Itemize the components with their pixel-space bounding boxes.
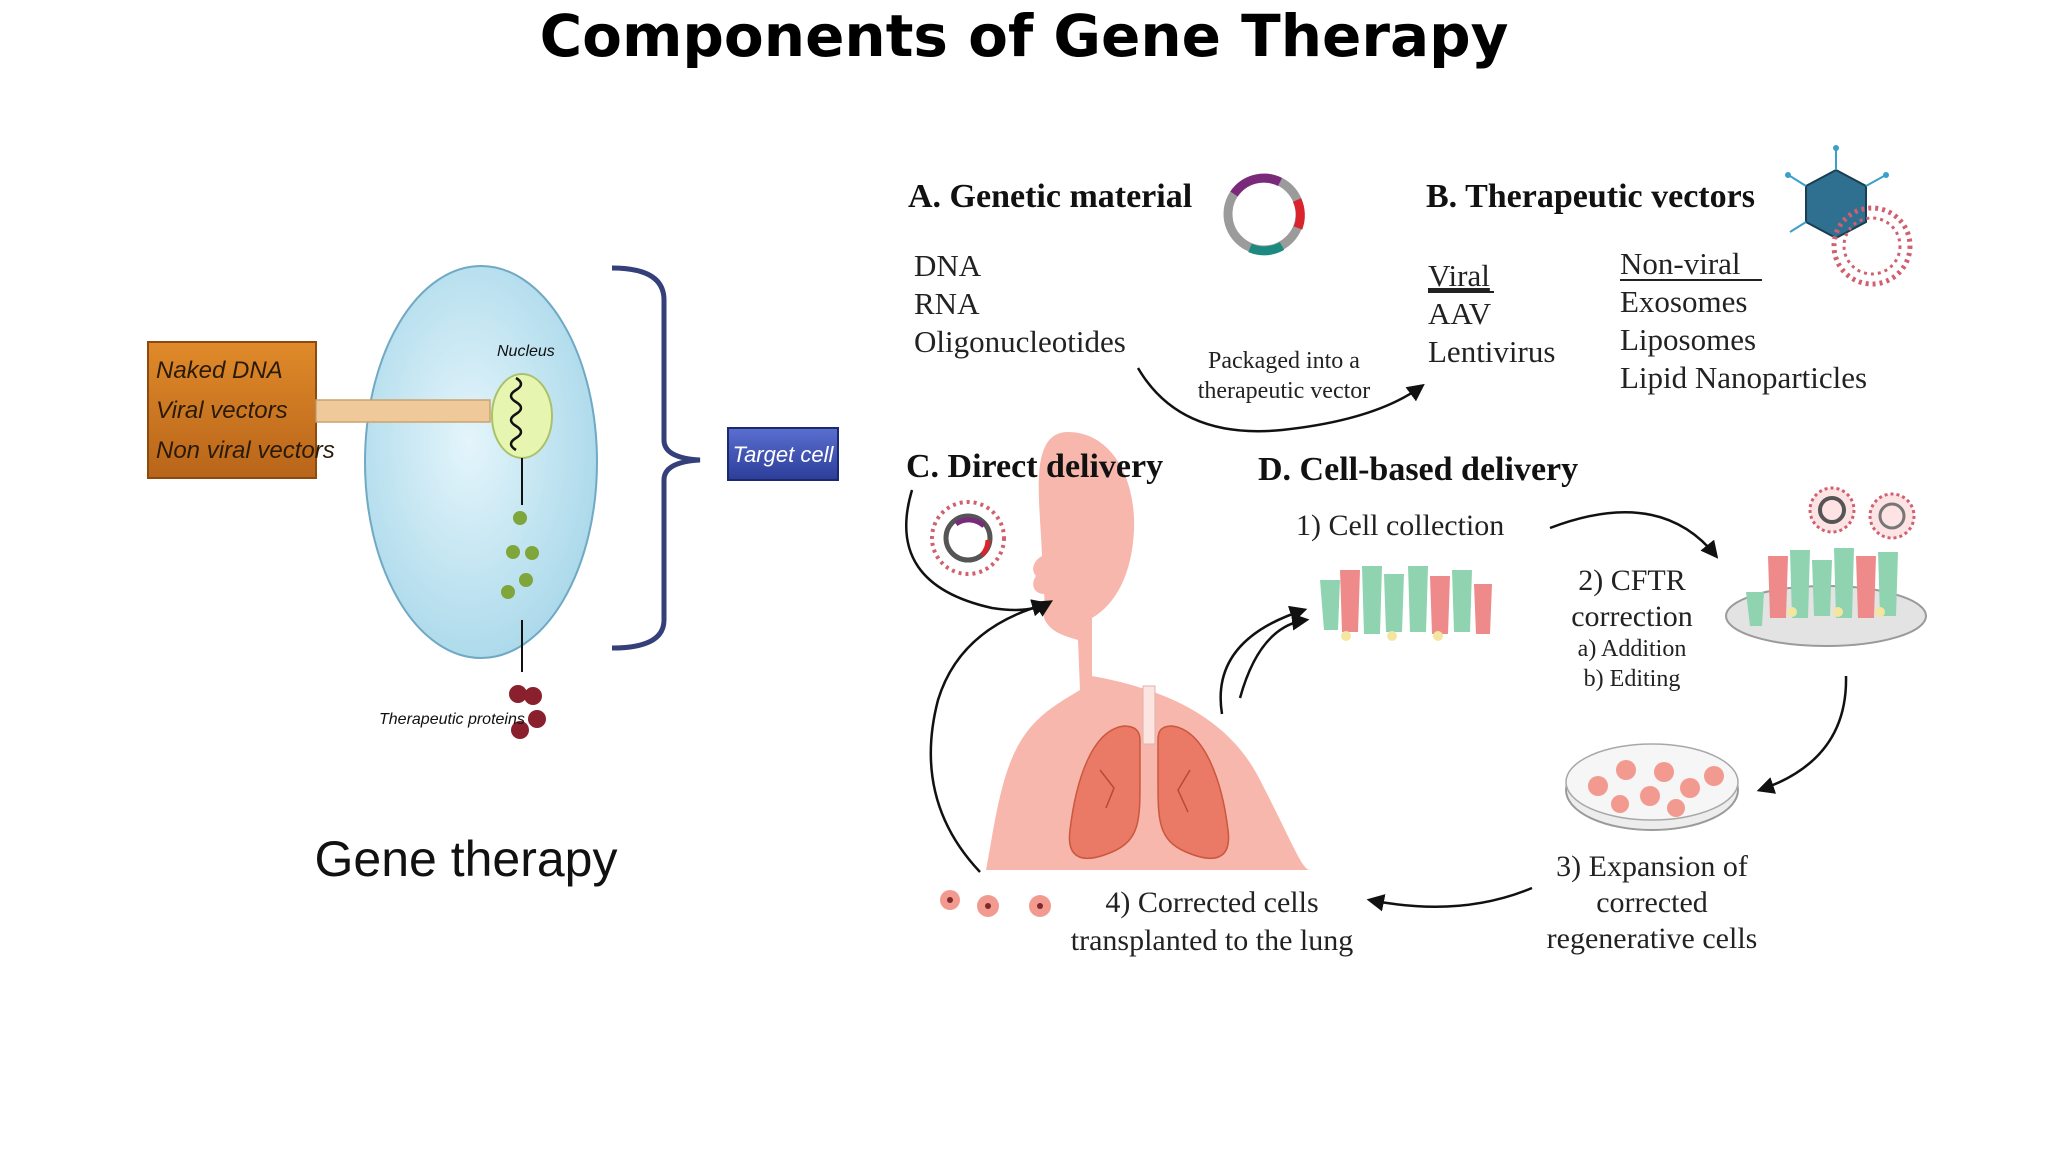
- dna-strand-icon: [509, 376, 523, 452]
- viral-item-lentivirus: Lentivirus: [1428, 334, 1555, 369]
- delivery-shaft: [315, 399, 491, 423]
- left-gene-therapy-diagram: Naked DNA Viral vectors Non viral vector…: [147, 265, 839, 887]
- protein-dot: [509, 685, 527, 703]
- input-non-viral-vectors: Non viral vectors: [156, 437, 335, 464]
- genetic-item-dna: DNA: [914, 248, 982, 283]
- direct-delivery-heading: C. Direct delivery: [906, 448, 1163, 485]
- step2-cftr: 2) CFTR: [1578, 564, 1686, 597]
- target-cell-label: Target cell: [733, 442, 835, 467]
- nonviral-item-exosomes: Exosomes: [1620, 284, 1747, 319]
- cell-body-icon: [364, 265, 598, 659]
- step2-to-step3-arrow: [1756, 675, 1848, 794]
- input-naked-dna: Naked DNA: [156, 357, 283, 384]
- step3-line1: 3) Expansion of: [1556, 850, 1748, 883]
- protein-dot: [513, 511, 527, 525]
- genetic-item-rna: RNA: [914, 286, 980, 321]
- step3-to-step4-arrow: [1366, 886, 1533, 912]
- packaging-note-line1: Packaged into a: [1208, 348, 1360, 374]
- collected-cells-icon: [1320, 566, 1492, 641]
- protein-dot: [506, 545, 520, 559]
- packaging-note-line2: therapeutic vector: [1198, 378, 1371, 404]
- patient-silhouette-icon: [986, 432, 1310, 870]
- plasmid-icon: [1223, 173, 1305, 256]
- liposome-icon: [1831, 205, 1913, 287]
- protein-dot: [525, 546, 539, 560]
- protein-dot: [501, 585, 515, 599]
- therapeutic-proteins: [509, 685, 546, 739]
- nonviral-heading: Non-viral: [1620, 246, 1741, 281]
- brace-icon: [611, 265, 701, 651]
- direct-vector-icon: [930, 500, 1006, 576]
- gene-therapy-caption: Gene therapy: [315, 831, 618, 887]
- step3-line2: corrected: [1596, 886, 1708, 919]
- direct-delivery-arrow: [904, 489, 1054, 617]
- step3-line3: regenerative cells: [1547, 922, 1758, 955]
- protein-dot: [511, 721, 529, 739]
- nucleus-icon: [491, 373, 553, 459]
- protein-dot: [519, 573, 533, 587]
- viral-item-aav: AAV: [1428, 296, 1492, 331]
- intracellular-proteins: [501, 511, 539, 599]
- therapeutic-proteins-label: Therapeutic proteins: [379, 711, 525, 728]
- step4-line2: transplanted to the lung: [1071, 924, 1353, 957]
- right-components-diagram: A. Genetic material DNA RNA Oligonucleot…: [904, 145, 1927, 957]
- cell-based-heading: D. Cell-based delivery: [1258, 451, 1578, 488]
- packaging-arrow: [1136, 367, 1425, 433]
- collection-arrow-2: [1219, 605, 1308, 715]
- nonviral-item-liposomes: Liposomes: [1620, 322, 1756, 357]
- transplanted-cells-icon: [940, 890, 1051, 917]
- genetic-material-heading: A. Genetic material: [908, 178, 1192, 215]
- therapeutic-vectors-heading: B. Therapeutic vectors: [1426, 178, 1755, 215]
- step2-correction: correction: [1571, 600, 1693, 633]
- expansion-dish-icon: [1565, 743, 1739, 831]
- step2-editing: b) Editing: [1584, 666, 1681, 692]
- genetic-item-oligonucleotides: Oligonucleotides: [914, 324, 1126, 359]
- slide-title: Components of Gene Therapy: [539, 2, 1509, 70]
- nonviral-item-lipid-nanoparticles: Lipid Nanoparticles: [1620, 360, 1867, 395]
- virus-particle-icon: [1785, 145, 1889, 240]
- protein-dot: [524, 687, 542, 705]
- step2-addition: a) Addition: [1578, 636, 1687, 662]
- target-cell-box: [727, 427, 839, 481]
- step1-cell-collection: 1) Cell collection: [1296, 509, 1504, 542]
- step4-line1: 4) Corrected cells: [1105, 886, 1318, 919]
- input-viral-vectors: Viral vectors: [156, 397, 288, 424]
- correction-dish-icon: [1725, 486, 1927, 647]
- transplant-arrow: [929, 599, 1050, 873]
- protein-dot: [528, 710, 546, 728]
- nucleus-label: Nucleus: [497, 343, 555, 360]
- step1-to-step2-arrow: [1549, 511, 1719, 559]
- collection-arrow: [1238, 613, 1310, 699]
- delivery-methods-box: [147, 341, 317, 479]
- lungs-icon: [1068, 685, 1230, 860]
- viral-heading: Viral: [1428, 258, 1490, 293]
